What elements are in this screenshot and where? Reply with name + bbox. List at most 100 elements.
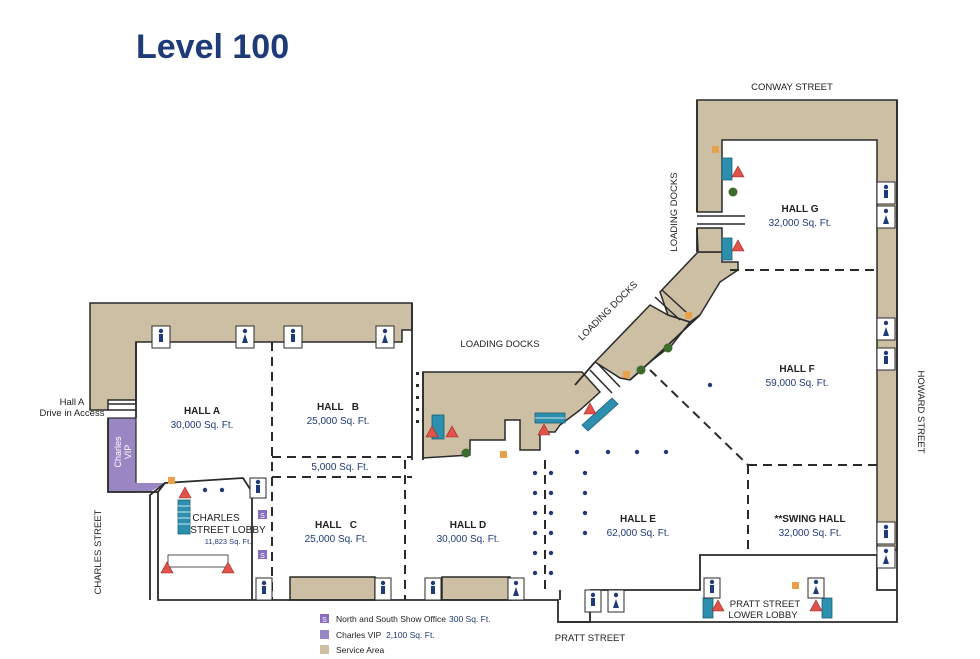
restroom-icon [374,577,392,601]
restroom-icon [876,545,896,569]
stair-icon [537,423,551,436]
food-icon [712,146,719,153]
restroom-icon [876,347,896,371]
hall-e-size: 62,000 Sq. Ft. [607,528,670,539]
escalator-icon [177,499,191,535]
restroom-icon [607,589,625,613]
restroom-icon [424,577,442,601]
legend-vip-size: 2,100 Sq. Ft. [386,630,435,640]
legend-show-office-label: North and South Show Office [336,614,446,624]
stair-icon [221,561,235,574]
show-office-icon [258,510,267,519]
charles-vip-corner [108,483,165,492]
stair-icon [731,165,745,178]
restroom-icon [249,477,267,499]
restroom-icon [703,577,721,599]
hall-e-name: HALL E [620,514,656,525]
legend-show-office-icon: S [322,617,327,624]
hall-g-size: 32,000 Sq. Ft. [769,218,832,229]
orange-markers [168,146,799,589]
stair-icon [809,599,823,612]
page-title: Level 100 [136,28,290,66]
legend-show-office-size: 300 Sq. Ft. [449,614,491,624]
street-labels: CONWAY STREET HOWARD STREET PRATT STREET… [93,82,926,644]
swing-hall-name: **SWING HALL [774,514,845,525]
restroom-icon [151,325,171,349]
stair-icon [731,239,745,252]
hall-f-size: 59,000 Sq. Ft. [766,378,829,389]
hall-labels: HALL A 30,000 Sq. Ft. HALL B 25,000 Sq. … [171,204,846,621]
stair-icon [583,402,597,415]
restroom-icon [876,317,896,341]
column-dots [202,382,713,576]
legend-vip-label: Charles VIP [336,630,382,640]
conway-street-label: CONWAY STREET [751,82,833,93]
charles-street-label: CHARLES STREET [93,509,104,594]
hall-d-name: HALL D [450,520,486,531]
restroom-icon [375,325,395,349]
food-icon [685,312,692,319]
restroom-icons [151,181,896,613]
pratt-lobby-name-1: PRATT STREET [730,599,801,610]
restroom-icon [507,577,525,601]
hall-d-size: 30,000 Sq. Ft. [437,534,500,545]
hall-a-size: 30,000 Sq. Ft. [171,420,234,431]
stair-icon [445,425,459,438]
escalator-icon [721,237,733,261]
show-offices: S S [258,510,267,560]
restroom-icon [876,181,896,205]
service-area-hall-d-south [441,576,511,601]
swing-hall-size: 32,000 Sq. Ft. [779,528,842,539]
hall-dividers [271,269,877,600]
hall-a-name: HALL A [184,406,220,417]
food-icon [623,371,630,378]
service-area-diagonal [593,304,692,381]
show-office-icon [258,550,267,559]
service-area-west-north [89,302,413,411]
legend-service-label: Service Area [336,645,384,655]
red-markers [160,165,823,612]
first-aid-icon [461,448,471,458]
hall-a-access-label-2: Drive in Access [40,408,105,419]
dock-doors [108,215,745,411]
hall-b-sub-size: 5,000 Sq. Ft. [311,462,368,473]
hall-f-name: HALL F [779,364,814,375]
food-icon [792,582,799,589]
restroom-icon [283,325,303,349]
food-icon [168,477,175,484]
stair-icon [178,486,192,499]
escalator-stripes [178,417,565,525]
stair-icon [425,425,439,438]
restroom-icon [807,577,825,599]
charles-lobby-name-1: CHARLES [192,513,240,524]
loading-docks-label: LOADING DOCKS [669,172,680,251]
pratt-lobby-name-2: LOWER LOBBY [728,610,798,621]
hall-g-name: HALL G [781,204,818,215]
svg-text:S: S [260,553,265,560]
escalator-icon [581,397,619,432]
hall-b-name: HALL B [317,402,359,413]
restroom-icon [255,577,273,601]
pratt-street-label: PRATT STREET [555,633,626,644]
legend-service-swatch [320,645,329,654]
escalator-icon [167,554,229,568]
hall-b-size: 25,000 Sq. Ft. [307,416,370,427]
first-aid-icon [663,343,673,353]
hall-a-access-label-1: Hall A [60,397,85,408]
hall-c-name: HALL C [315,520,357,531]
legend-vip-swatch [320,630,329,639]
howard-street-label: HOWARD STREET [915,370,926,453]
legend: S North and South Show Office 300 Sq. Ft… [320,614,491,655]
charles-vip-label-1: Charles [113,436,123,468]
stair-icon [160,561,174,574]
service-area-hall-c-south [289,576,376,601]
first-aid-icon [636,365,646,375]
restroom-icon [876,521,896,545]
food-icon [500,451,507,458]
loading-docks-label: LOADING DOCKS [460,339,539,350]
service-area-hall-d-north [422,371,602,459]
restroom-icon [876,205,896,229]
hall-c-size: 25,000 Sq. Ft. [305,534,368,545]
charles-lobby-name-2: STREET LOBBY [190,525,266,536]
